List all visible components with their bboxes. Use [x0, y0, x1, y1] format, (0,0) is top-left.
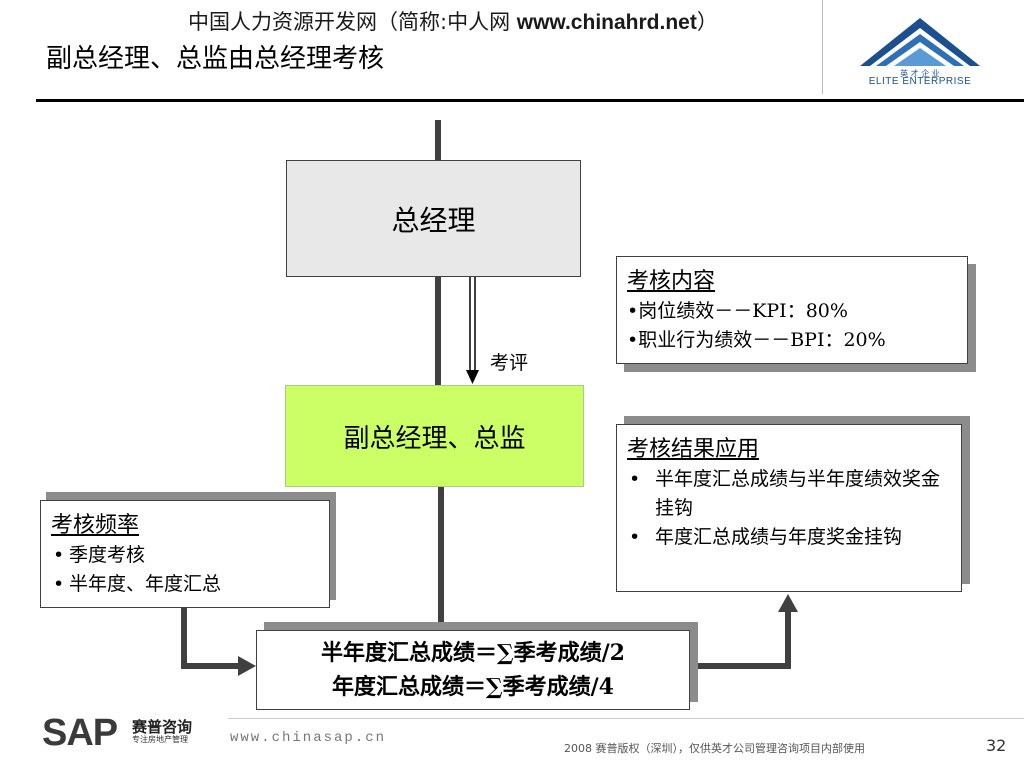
assessment-content-line: •岗位绩效－－KPI：80%: [627, 300, 848, 322]
footer-divider: [228, 718, 1024, 719]
page-number: 32: [986, 736, 1007, 755]
copyright-notice: 2008 赛普版权（深圳），仅供英才公司管理咨询项目内部使用: [564, 742, 865, 755]
result-application-title: 考核结果应用: [627, 437, 760, 462]
formula-line: 半年度汇总成绩＝∑季考成绩/2: [321, 640, 625, 666]
vp-director-label: 副总经理、总监: [343, 423, 526, 454]
general-manager-box: 总经理: [286, 160, 581, 277]
review-label: 考评: [490, 352, 529, 374]
vp-director-box: 副总经理、总监: [285, 385, 584, 487]
frequency-to-formula-line: [181, 608, 240, 669]
page-title: 副总经理、总监由总经理考核: [46, 44, 385, 74]
assessment-content-line: •职业行为绩效－－BPI：20%: [627, 329, 886, 351]
title-divider: [36, 99, 1024, 102]
formula-box: 半年度汇总成绩＝∑季考成绩/2 年度汇总成绩＝∑季考成绩/4: [256, 630, 690, 710]
formula-to-result-line: [690, 610, 791, 669]
result-application-item: 年度汇总成绩与年度奖金挂钩: [627, 523, 951, 552]
assessment-frequency-box: 考核频率 季度考核 半年度、年度汇总: [40, 500, 330, 608]
sap-logo: SAP: [42, 712, 118, 754]
logo-divider: [822, 0, 823, 94]
logo-text: ELITE ENTERPRISE: [868, 76, 972, 87]
assessment-frequency-item: 季度考核: [51, 541, 319, 570]
assessment-content-box: 考核内容 •岗位绩效－－KPI：80% •职业行为绩效－－BPI：20%: [616, 256, 968, 364]
assessment-content-title: 考核内容: [627, 269, 716, 294]
general-manager-label: 总经理: [391, 203, 476, 237]
assessment-frequency-item: 半年度、年度汇总: [51, 570, 319, 599]
review-arrow-head: [466, 370, 479, 384]
result-application-box: 考核结果应用 半年度汇总成绩与半年度绩效奖金挂钩 年度汇总成绩与年度奖金挂钩: [616, 424, 962, 592]
formula-line: 年度汇总成绩＝∑季考成绩/4: [332, 674, 614, 700]
assessment-frequency-title: 考核频率: [51, 513, 140, 538]
sap-logo-cn: 赛普咨询: [132, 718, 193, 736]
frequency-to-formula-head: [238, 656, 256, 676]
logo-cn-text: 英 才 企 业: [900, 68, 940, 78]
elite-enterprise-logo: 英 才 企 业: [860, 18, 980, 78]
sap-logo-tagline: 专注房地产管理: [132, 735, 188, 744]
site-url: www.chinahrd.net: [516, 11, 697, 34]
footer-url: www.chinasap.cn: [230, 730, 387, 746]
site-banner: 中国人力资源开发网（简称:中人网 www.chinahrd.net）: [188, 10, 718, 34]
formula-to-result-head: [778, 594, 798, 612]
result-application-item: 半年度汇总成绩与半年度绩效奖金挂钩: [627, 465, 951, 523]
